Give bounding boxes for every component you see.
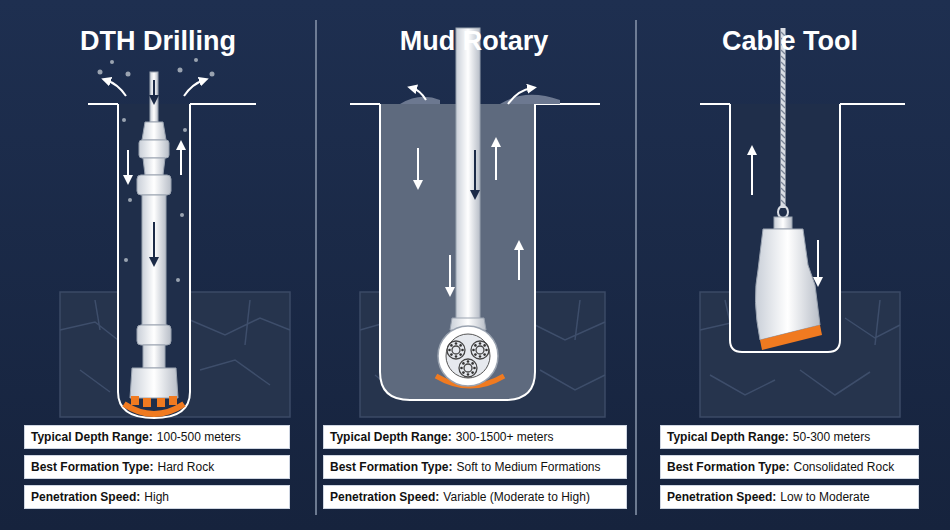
rock-cuttings <box>98 58 215 282</box>
field-label: Penetration Speed: <box>667 490 776 504</box>
field-label: Typical Depth Range: <box>330 430 452 444</box>
field-value: High <box>144 490 169 504</box>
info-box: Best Formation Type: Soft to Medium Forma… <box>323 455 627 479</box>
info-box: Penetration Speed: Variable (Moderate to … <box>323 485 627 509</box>
column-heading: Mud Rotary <box>400 26 549 57</box>
dth-return-arrows <box>106 80 204 180</box>
field-value: Low to Moderate <box>780 490 869 504</box>
dth-hammer <box>130 72 178 407</box>
field-label: Typical Depth Range: <box>667 430 789 444</box>
field-value: Soft to Medium Formations <box>456 460 600 474</box>
info-box: Penetration Speed: High <box>24 485 290 509</box>
dth-borehole <box>88 104 256 418</box>
info-box: Typical Depth Range: 300-1500+ meters <box>323 425 627 449</box>
field-label: Typical Depth Range: <box>31 430 153 444</box>
divider <box>315 20 317 515</box>
field-value: 300-1500+ meters <box>456 430 554 444</box>
stroke-arrows <box>752 150 818 282</box>
mud-drill-pipe <box>450 28 486 330</box>
divider <box>635 20 637 515</box>
info-box: Typical Depth Range: 50-300 meters <box>660 425 919 449</box>
field-label: Penetration Speed: <box>330 490 439 504</box>
field-label: Best Formation Type: <box>31 460 153 474</box>
dth-flow-arrows <box>153 80 155 262</box>
info-box: Best Formation Type: Consolidated Rock <box>660 455 919 479</box>
field-label: Best Formation Type: <box>667 460 789 474</box>
tricone-bit <box>438 326 498 386</box>
column-heading: Cable Tool <box>722 26 858 57</box>
wire-cable <box>778 28 788 218</box>
field-value: 50-300 meters <box>793 430 870 444</box>
field-value: Consolidated Rock <box>793 460 894 474</box>
field-label: Penetration Speed: <box>31 490 140 504</box>
mud-circulation-arrows <box>412 88 532 292</box>
column-heading: DTH Drilling <box>80 26 236 57</box>
field-label: Best Formation Type: <box>330 460 452 474</box>
info-box: Penetration Speed: Low to Moderate <box>660 485 919 509</box>
mud-flow-arrow <box>474 150 476 195</box>
info-box: Best Formation Type: Hard Rock <box>24 455 290 479</box>
info-box: Typical Depth Range: 100-500 meters <box>24 425 290 449</box>
field-value: Variable (Moderate to High) <box>443 490 590 504</box>
field-value: Hard Rock <box>157 460 214 474</box>
field-value: 100-500 meters <box>157 430 241 444</box>
chisel-bit <box>755 217 822 350</box>
cable-borehole <box>700 104 905 352</box>
